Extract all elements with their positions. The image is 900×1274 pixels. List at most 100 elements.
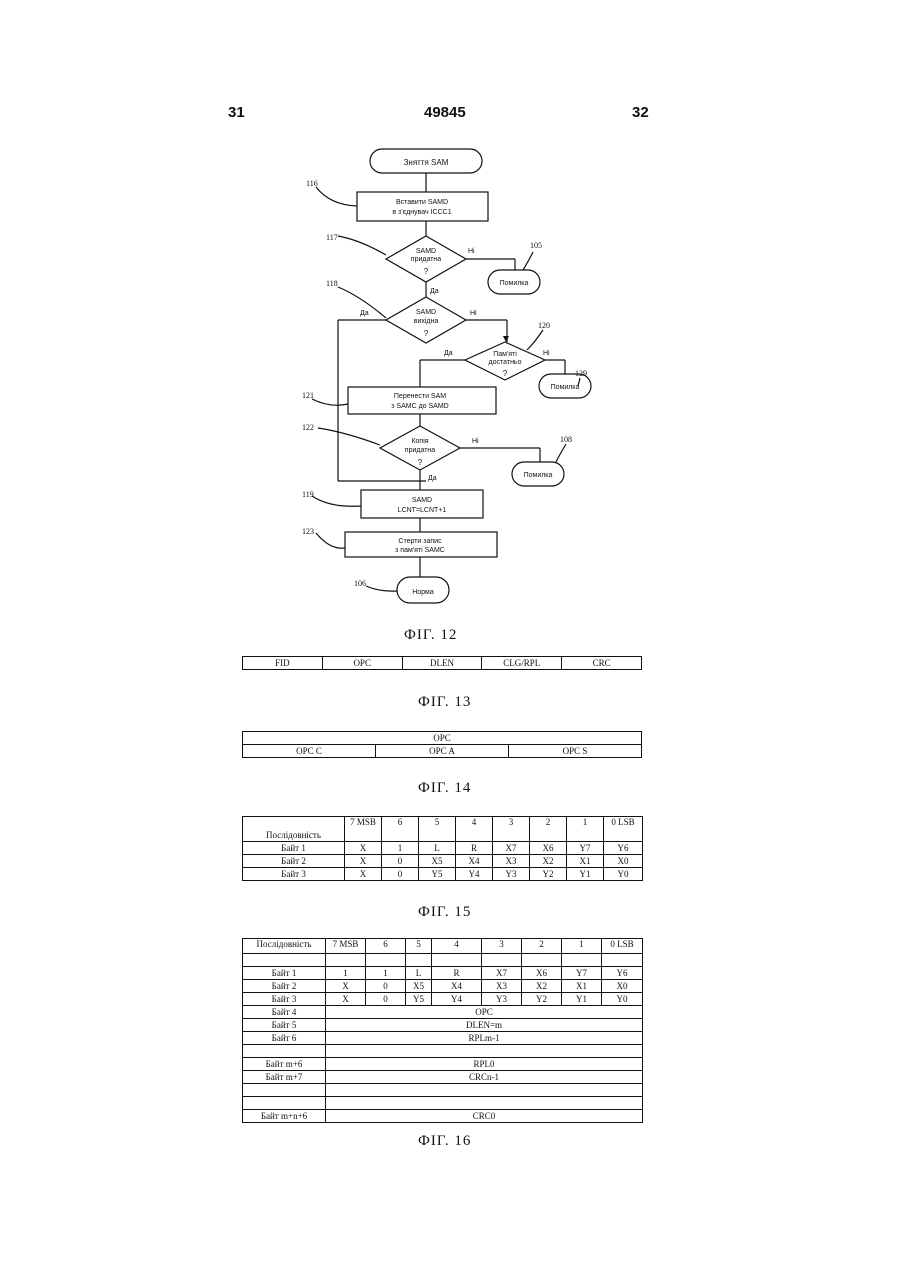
samd-fit-q: ? [424,267,429,276]
table-cell: X3 [493,855,530,868]
edge-no-1: Нi [468,248,475,255]
table-cell: X6 [522,967,562,980]
table-cell: X2 [522,980,562,993]
insert-label-line1: Вставити SAMD [396,199,448,206]
samd-out-line2: вихідна [414,317,439,325]
table-cell: Байт 3 [243,868,345,881]
table-cell: Y3 [493,868,530,881]
fig15-caption: ФІГ. 15 [418,904,471,921]
fig16-caption: ФІГ. 16 [418,1133,471,1150]
table-row: Байт 1 1 1 L R X7 X6 Y7 Y6 [243,967,643,980]
table-cell: X [345,868,382,881]
fig15-byte-table: Послідовність 7 MSB 6 5 4 3 2 1 0 LSB Ба… [242,816,643,881]
table-cell: X5 [419,855,456,868]
table-row: Байт 5 DLEN=m [243,1019,643,1032]
table-cell: Y6 [602,967,643,980]
samd-out-line1: SAMD [416,309,436,316]
table-row: Байт m+n+6 CRC0 [243,1110,643,1123]
fig14-opc-a: OPC A [376,745,509,758]
table-row: Байт m+7 CRCn-1 [243,1071,643,1084]
fig16-header-cell: 6 [366,939,406,954]
table-cell: Y3 [482,993,522,1006]
table-cell: Байт m+6 [243,1058,326,1071]
table-cell: Байт 3 [243,993,326,1006]
edge-no-3: Нi [543,350,550,357]
table-cell: 1 [326,967,366,980]
ref-106: 106 [354,579,366,588]
fig12-caption: ФІГ. 12 [404,627,457,644]
fig15-header-cell: 1 [567,817,604,842]
table-cell: X2 [530,855,567,868]
fig13-field-dlen: DLEN [402,657,482,670]
ref-122: 122 [302,423,314,432]
flowchart-fig12: Зняття SAM Вставити SAMD в з'єднувач ICC… [0,0,900,620]
table-cell: Y5 [406,993,432,1006]
table-cell: Y4 [456,868,493,881]
table-cell: Y2 [530,868,567,881]
fig14-opc-top: OPC [243,732,642,745]
table-cell: X3 [482,980,522,993]
fig13-field-opc: OPC [322,657,402,670]
fig13-caption: ФІГ. 13 [418,694,471,711]
fig13-field-clg-rpl: CLG/RPL [482,657,562,670]
transfer-line2: з SAMC до SAMD [391,403,448,410]
table-cell: X5 [406,980,432,993]
table-cell: X4 [432,980,482,993]
ref-120: 120 [538,321,550,330]
table-cell: X7 [493,842,530,855]
ref-116: 116 [306,179,318,188]
table-cell: X4 [456,855,493,868]
table-cell: Y7 [562,967,602,980]
fig14-opc-c: OPC C [243,745,376,758]
fig13-frame-format: FID OPC DLEN CLG/RPL CRC [242,656,642,670]
table-cell: 0 [382,868,419,881]
fig15-header-cell: Послідовність [243,817,345,842]
table-cell: OPC [326,1006,643,1019]
table-cell: Y4 [432,993,482,1006]
ref-108: 108 [560,435,572,444]
error3-label: Помилка [524,472,553,479]
fig15-header-row: Послідовність 7 MSB 6 5 4 3 2 1 0 LSB [243,817,643,842]
table-cell: X0 [602,980,643,993]
edge-yes-4: Да [428,475,437,482]
table-row: Байт 2 X 0 X5 X4 X3 X2 X1 X0 [243,980,643,993]
edge-yes-2: Да [360,310,369,317]
table-row: Байт 6 RPLm-1 [243,1032,643,1045]
fig16-header-cell: 4 [432,939,482,954]
insert-samd-box [357,192,488,221]
table-cell: Y2 [522,993,562,1006]
table-cell: X [326,980,366,993]
fig16-header-row: Послідовність 7 MSB 6 5 4 3 2 1 0 LSB [243,939,643,954]
fig16-header-cell: 5 [406,939,432,954]
table-cell: Y0 [604,868,643,881]
table-cell: L [419,842,456,855]
samd-out-q: ? [424,329,429,338]
table-cell: X1 [567,855,604,868]
fig15-header-cell: 5 [419,817,456,842]
table-cell: Байт 4 [243,1006,326,1019]
table-cell: 1 [366,967,406,980]
memory-line2: достатньо [489,359,522,366]
table-cell: Байт 1 [243,967,326,980]
table-cell: Байт 6 [243,1032,326,1045]
insert-label-line2: в з'єднувач ICCC1 [392,209,451,216]
fig16-header-cell: 0 LSB [602,939,643,954]
table-cell: Байт 2 [243,855,345,868]
table-cell: 0 [382,855,419,868]
error2-label: Помилка [551,384,580,391]
ref-129: 129 [575,369,587,378]
fig14-caption: ФІГ. 14 [418,780,471,797]
fig15-header-cell: 4 [456,817,493,842]
ref-117: 117 [326,233,338,242]
key-line2: придатна [405,447,435,454]
fig13-field-fid: FID [243,657,323,670]
table-cell: R [432,967,482,980]
fig16-header-cell: Послідовність [243,939,326,954]
table-cell: Y5 [419,868,456,881]
table-cell: X6 [530,842,567,855]
table-cell: 1 [382,842,419,855]
table-row [243,1084,643,1097]
samd-fit-line2: придатна [411,256,441,263]
fig15-header-cell: 6 [382,817,419,842]
error1-label: Помилка [500,280,529,287]
